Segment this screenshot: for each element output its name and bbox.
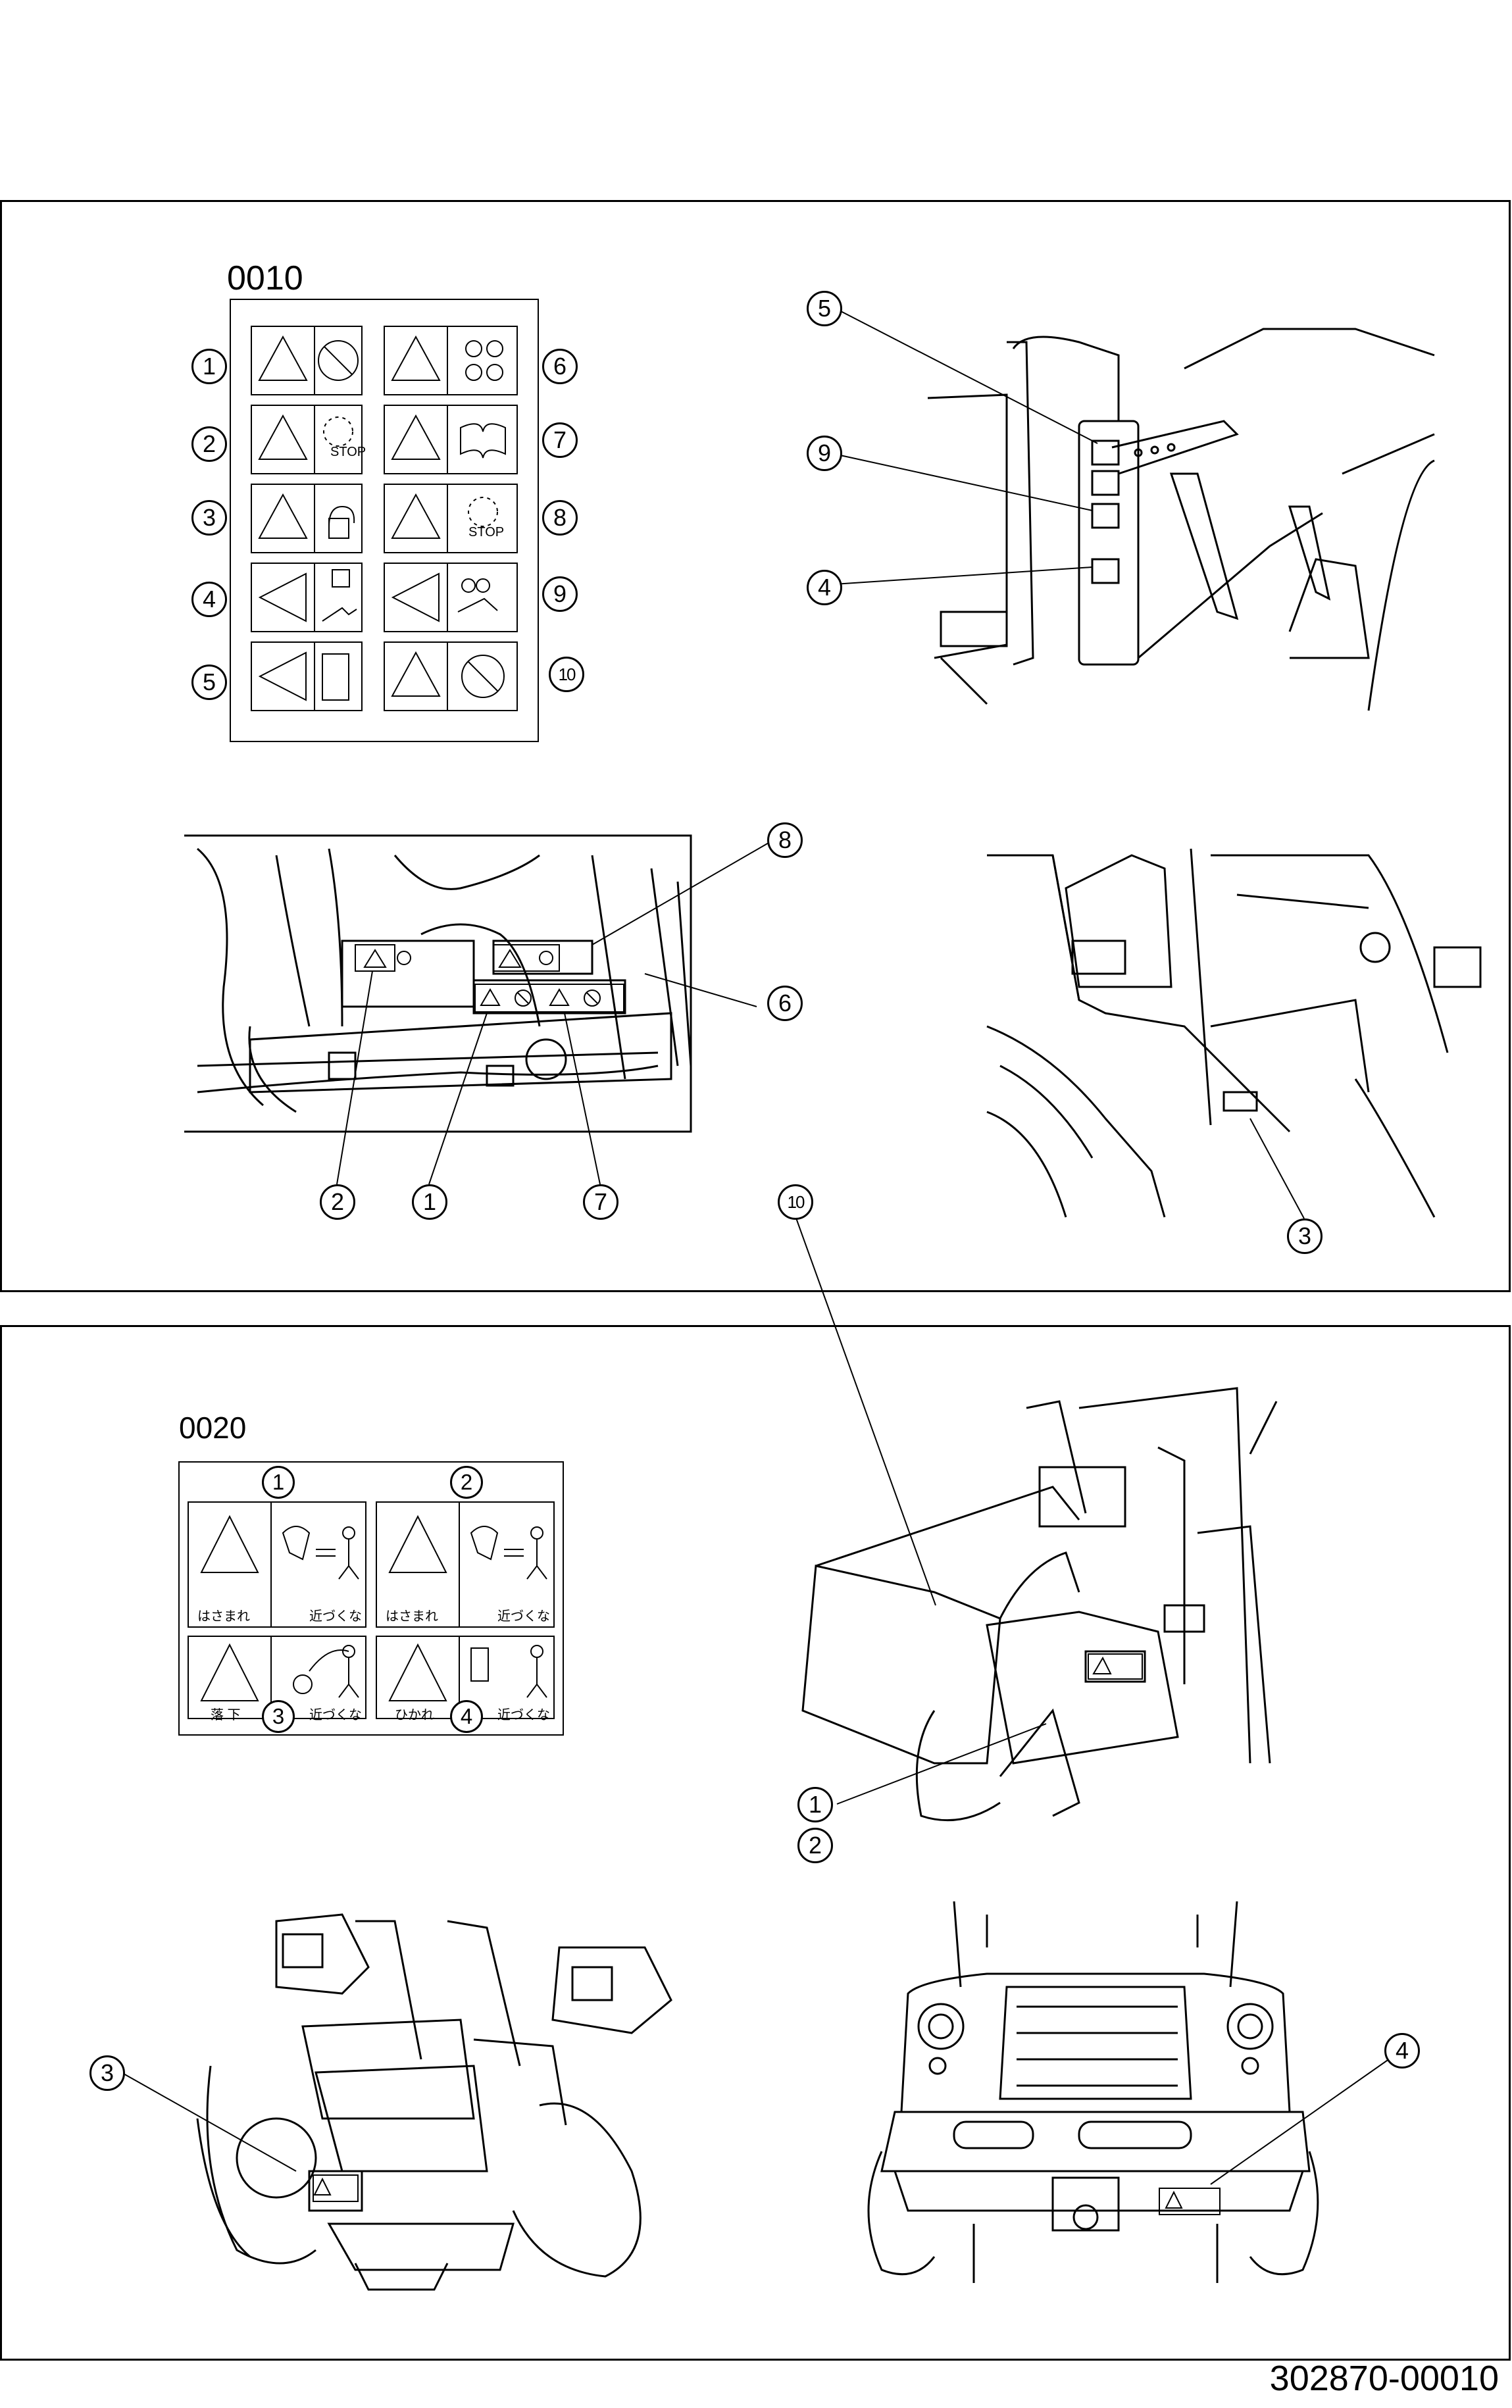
sheet-label-2: 2 <box>191 426 227 462</box>
cab-callout-4: 4 <box>807 570 842 605</box>
front-callout-3: 3 <box>89 2055 125 2091</box>
sheet-code-0020: 0020 <box>179 1411 247 1445</box>
engine-callout-7: 7 <box>583 1184 618 1220</box>
caption-4b: 近づくな <box>497 1708 550 1722</box>
sheet2-label-3: 3 <box>262 1700 295 1733</box>
caption-1a: はさまれ <box>197 1609 250 1624</box>
sheet-label-7: 7 <box>542 422 578 458</box>
sheet-label-9: 9 <box>542 576 578 612</box>
sheet-label-10: 10 <box>549 657 584 692</box>
sheet2-label-1: 1 <box>262 1466 295 1499</box>
stop-text-1: STOP <box>330 445 366 459</box>
caption-4a: ひかれ <box>395 1708 434 1722</box>
cab-interior-drawing <box>927 328 1435 711</box>
loader-drawing <box>801 1387 1278 1822</box>
rear-decal-marks <box>1159 2188 1221 2215</box>
loader-callout-2: 2 <box>797 1828 833 1863</box>
engine-decal-marks <box>355 944 624 1013</box>
sheet-label-1: 1 <box>191 349 227 384</box>
drawing-number: 302870-00010 <box>1269 2359 1499 2398</box>
caption-3b: 近づくな <box>309 1708 362 1722</box>
stop-text-2: STOP <box>468 525 505 539</box>
sheet-label-3: 3 <box>191 500 227 536</box>
caption-1b: 近づくな <box>309 1609 362 1624</box>
caption-2b: 近づくな <box>497 1609 550 1624</box>
side-callout-3: 3 <box>1287 1218 1323 1254</box>
sheet-label-6: 6 <box>542 349 578 384</box>
loader-decal-marks <box>1088 1653 1143 1680</box>
front-decal-marks <box>313 2174 359 2202</box>
sheet2-label-2: 2 <box>450 1466 483 1499</box>
bottom-panel <box>0 1325 1511 2361</box>
engine-callout-6: 6 <box>767 986 803 1021</box>
engine-callout-8: 8 <box>767 822 803 858</box>
decal-sheet-0020 <box>178 1461 564 1736</box>
caption-3a: 落 下 <box>211 1708 241 1722</box>
sheet-label-4: 4 <box>191 582 227 617</box>
sheet2-label-4: 4 <box>450 1700 483 1733</box>
caption-2a: はさまれ <box>386 1609 438 1624</box>
front-view-drawing <box>196 1913 672 2291</box>
side-view-drawing <box>986 848 1482 1218</box>
cab-callout-5: 5 <box>807 291 842 326</box>
rear-view-drawing <box>867 1901 1319 2283</box>
cab-callout-9: 9 <box>807 436 842 471</box>
rear-callout-4: 4 <box>1384 2033 1420 2069</box>
engine-callout-1: 1 <box>412 1184 447 1220</box>
leader-lines <box>123 307 1399 2185</box>
decal-sheet-0010 <box>230 299 539 742</box>
loader-callout-10: 10 <box>778 1184 813 1220</box>
sheet-code-0010: 0010 <box>227 259 303 297</box>
sheet-label-8: 8 <box>542 500 578 536</box>
loader-callout-1: 1 <box>797 1787 833 1822</box>
engine-callout-2: 2 <box>320 1184 355 1220</box>
sheet-label-5: 5 <box>191 665 227 700</box>
top-panel <box>0 200 1511 1292</box>
